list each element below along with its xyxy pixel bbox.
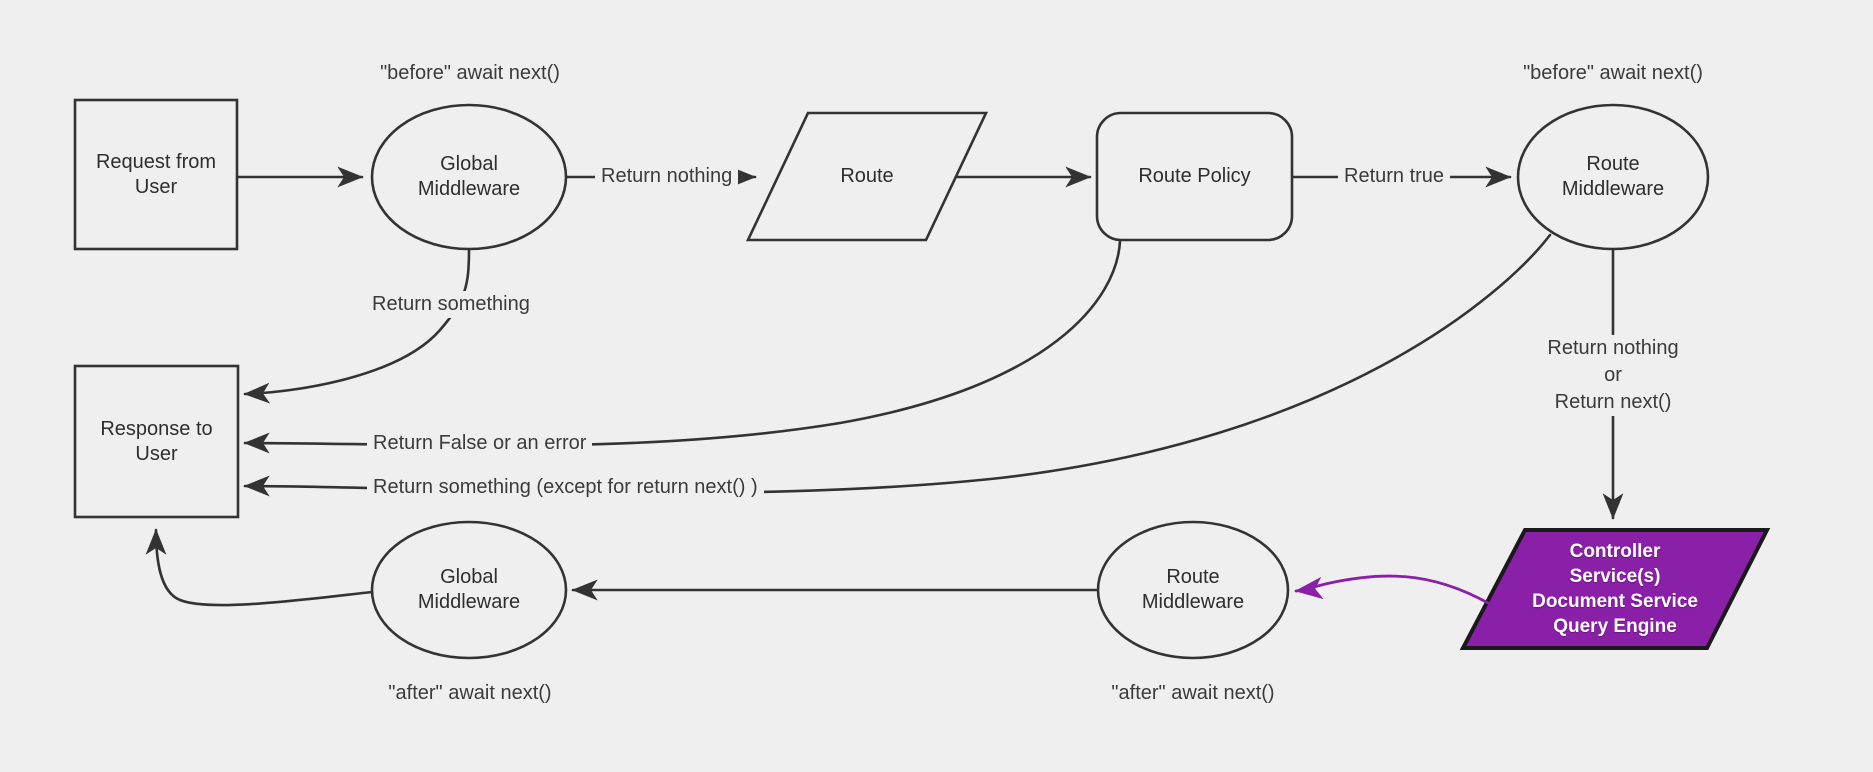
edge-return-false-to-response [243, 239, 1122, 454]
edge-label-return-something-except: Return something (except for return next… [367, 474, 764, 501]
node-response-to-user [73, 364, 240, 519]
node-request-from-user [73, 98, 239, 251]
node-route [745, 111, 989, 242]
node-route-policy [1095, 111, 1294, 242]
node-route-middleware-bottom [1096, 520, 1290, 660]
edge-label-return-nothing: Return nothing [595, 163, 739, 190]
return-nothing-or-next-line1: Return nothing [1515, 335, 1711, 362]
return-nothing-or-next-line3: Return next() [1515, 389, 1711, 416]
annotation-before-await-right: "before" await next() [1523, 62, 1703, 84]
edge-global-middleware-bottom-to-response [145, 528, 374, 607]
edge-label-return-true: Return true [1338, 163, 1451, 190]
node-global-middleware-bottom [370, 520, 568, 660]
node-route-middleware-top [1516, 103, 1710, 251]
edge-controller-to-route-middleware-bottom [1294, 574, 1502, 612]
edge-label-return-nothing-or-next: Return nothing or Return next() [1515, 335, 1711, 416]
edge-label-return-false-or-error: Return False or an error [367, 430, 593, 457]
edge-return-something-to-response [243, 247, 471, 404]
return-nothing-or-next-line2: or [1515, 362, 1711, 389]
annotation-before-await-left: "before" await next() [380, 62, 560, 84]
annotation-after-await-right: "after" await next() [1111, 682, 1275, 704]
node-global-middleware-top [370, 103, 568, 251]
edge-label-return-something: Return something [366, 291, 536, 318]
node-controller-services [1459, 528, 1771, 650]
annotation-after-await-left: "after" await next() [388, 682, 552, 704]
